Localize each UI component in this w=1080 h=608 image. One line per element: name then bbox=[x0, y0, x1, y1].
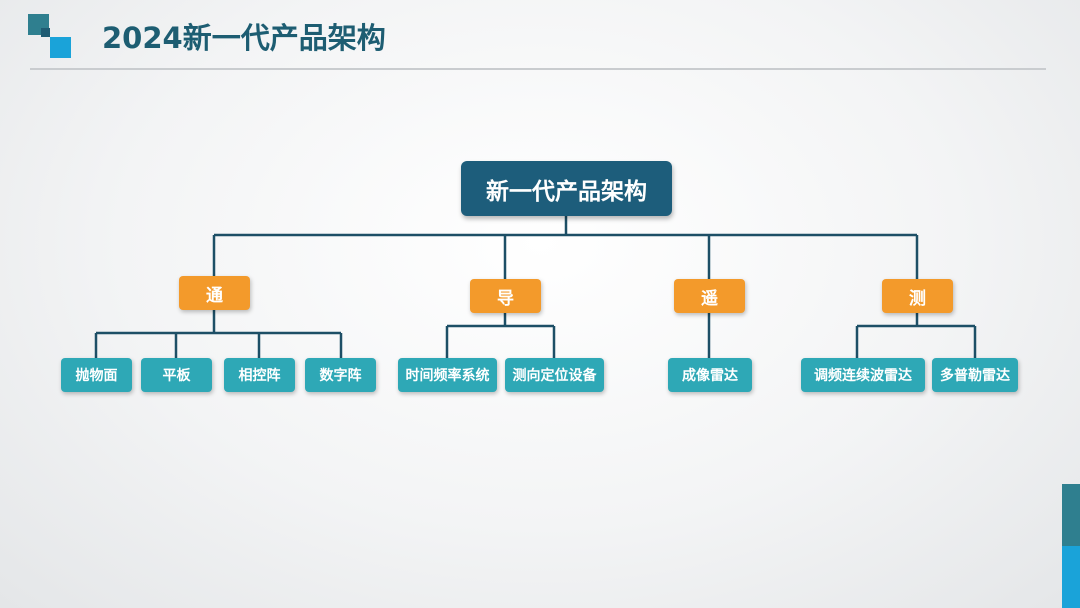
leaf-node: 成像雷达 bbox=[668, 358, 752, 392]
leaf-node: 数字阵 bbox=[305, 358, 376, 392]
leaf-node: 时间频率系统 bbox=[398, 358, 497, 392]
side-accent-bar bbox=[1062, 484, 1080, 546]
category-node-ce: 测 bbox=[882, 279, 953, 313]
leaf-node: 测向定位设备 bbox=[505, 358, 604, 392]
category-node-dao: 导 bbox=[470, 279, 541, 313]
title-divider bbox=[30, 68, 1046, 70]
side-accent-bar bbox=[1062, 546, 1080, 608]
logo-square bbox=[50, 37, 71, 58]
leaf-node: 调频连续波雷达 bbox=[801, 358, 925, 392]
page-title: 2024新一代产品架构 bbox=[102, 21, 386, 55]
leaf-node: 平板 bbox=[141, 358, 212, 392]
category-node-tong: 通 bbox=[179, 276, 250, 310]
leaf-node: 多普勒雷达 bbox=[932, 358, 1018, 392]
logo-square bbox=[41, 28, 50, 37]
category-node-yao: 遥 bbox=[674, 279, 745, 313]
leaf-node: 相控阵 bbox=[224, 358, 295, 392]
root-node: 新一代产品架构 bbox=[461, 161, 672, 216]
logo bbox=[0, 0, 80, 64]
leaf-node: 抛物面 bbox=[61, 358, 132, 392]
